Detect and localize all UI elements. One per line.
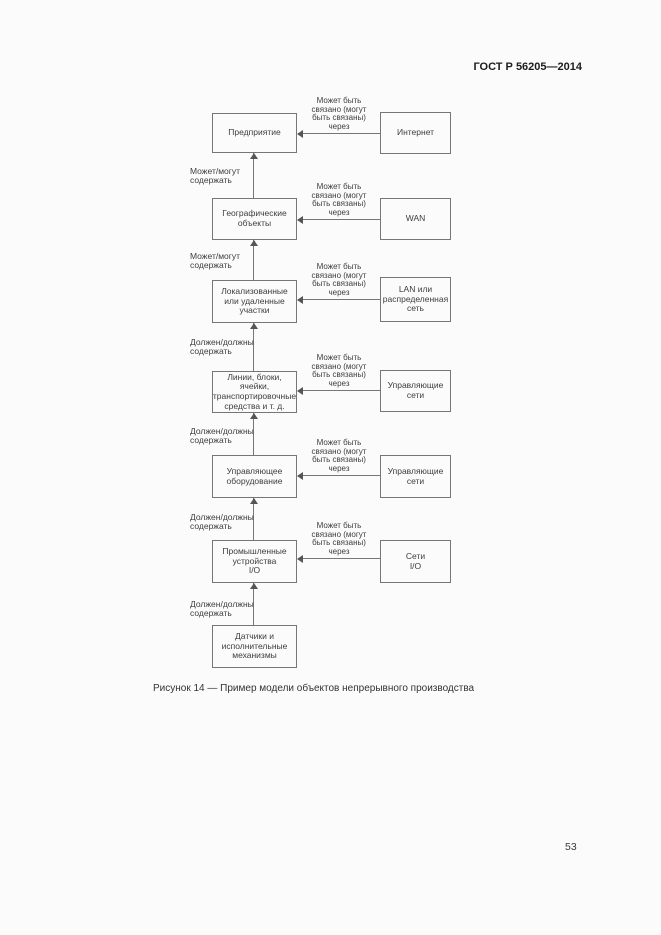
horizontal-connector: [298, 390, 380, 391]
vertical-connector: [253, 323, 254, 371]
chain-box-industrial-io-devices: Промышленные устройства I/O: [212, 540, 297, 583]
vertical-connector: [253, 240, 254, 280]
contain-label: Должен/должны содержать: [190, 337, 254, 356]
chain-box-control-equipment: Управляющее оборудование: [212, 455, 297, 498]
contain-label: Может/могут содержать: [190, 166, 241, 185]
up-arrowhead-icon: [250, 153, 258, 159]
network-box-internet: Интернет: [380, 112, 451, 154]
vertical-connector: [253, 413, 254, 455]
figure-caption: Рисунок 14 — Пример модели объектов непр…: [153, 683, 475, 694]
horizontal-connector: [298, 299, 380, 300]
contain-label: Должен/должны содержать: [190, 512, 254, 531]
left-arrowhead-icon: [297, 387, 303, 395]
vertical-connector: [253, 153, 254, 198]
chain-box-enterprise: Предприятие: [212, 113, 297, 153]
up-arrowhead-icon: [250, 240, 258, 246]
link-label: Может быть связано (могут быть связаны) …: [311, 96, 367, 132]
left-arrowhead-icon: [297, 130, 303, 138]
chain-box-local-remote-areas: Локализованные или удаленные участки: [212, 280, 297, 323]
contain-label: Должен/должны содержать: [190, 599, 254, 618]
left-arrowhead-icon: [297, 296, 303, 304]
left-arrowhead-icon: [297, 472, 303, 480]
horizontal-connector: [298, 133, 380, 134]
up-arrowhead-icon: [250, 498, 258, 504]
chain-box-lines-units-cells: Линии, блоки, ячейки, транспортировочные…: [212, 371, 297, 413]
network-box-control-networks-1: Управляющие сети: [380, 370, 451, 412]
horizontal-connector: [298, 558, 380, 559]
network-box-control-networks-2: Управляющие сети: [380, 455, 451, 498]
vertical-connector: [253, 583, 254, 625]
network-box-lan: LAN или распределенная сеть: [380, 277, 451, 322]
link-label: Может быть связано (могут быть связаны) …: [311, 262, 367, 298]
link-label: Может быть связано (могут быть связаны) …: [311, 438, 367, 474]
network-box-io-networks: Сети I/O: [380, 540, 451, 583]
up-arrowhead-icon: [250, 413, 258, 419]
link-label: Может быть связано (могут быть связаны) …: [311, 521, 367, 557]
link-label: Может быть связано (могут быть связаны) …: [311, 182, 367, 218]
horizontal-connector: [298, 219, 380, 220]
up-arrowhead-icon: [250, 323, 258, 329]
left-arrowhead-icon: [297, 216, 303, 224]
contain-label: Может/могут содержать: [190, 251, 241, 270]
vertical-connector: [253, 498, 254, 540]
contain-label: Должен/должны содержать: [190, 426, 254, 445]
left-arrowhead-icon: [297, 555, 303, 563]
page-number: 53: [565, 841, 577, 853]
horizontal-connector: [298, 475, 380, 476]
network-box-wan: WAN: [380, 198, 451, 240]
chain-box-geographic-objects: Географические объекты: [212, 198, 297, 240]
document-header-title: ГОСТ Р 56205—2014: [473, 61, 582, 73]
chain-box-sensors-actuators: Датчики и исполнительные механизмы: [212, 625, 297, 668]
up-arrowhead-icon: [250, 583, 258, 589]
link-label: Может быть связано (могут быть связаны) …: [311, 353, 367, 389]
